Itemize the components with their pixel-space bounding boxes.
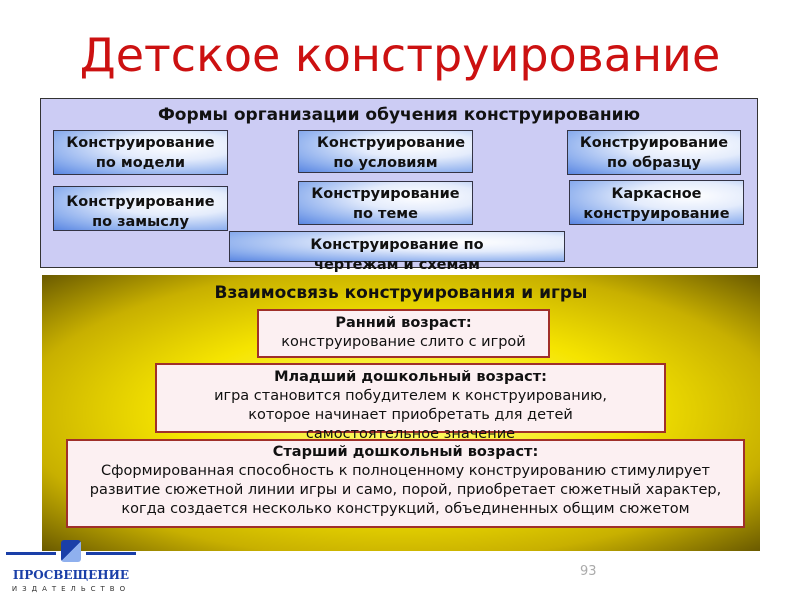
stage-title: Младший дошкольный возраст: [274, 369, 547, 385]
game-panel: Взаимосвязь конструирования и игры Ранни… [42, 275, 760, 551]
form-item: Конструирование по замыслу [53, 186, 228, 231]
stage-box: Старший дошкольный возраст: Сформированна… [66, 439, 745, 528]
forms-heading: Формы организации обучения конструирован… [157, 105, 641, 125]
logo-name: ПРОСВЕЩЕНИЕ [12, 568, 130, 582]
stage-box: Ранний возраст: конструирование слито с и… [257, 309, 550, 358]
stage-title: Старший дошкольный возраст: [272, 444, 539, 460]
form-item: Конструирование по теме [298, 181, 473, 225]
form-item: Конструирование по образцу [567, 130, 741, 175]
logo-emblem-icon [61, 540, 81, 562]
page-number: 93 [580, 564, 597, 579]
form-item: Конструирование по условиям [298, 130, 473, 173]
stage-text: Сформированная способность к полноценном… [89, 463, 722, 517]
form-item: Конструирование по модели [53, 130, 228, 175]
publisher-logo: ПРОСВЕЩЕНИЕ ИЗДАТЕЛЬСТВО [6, 540, 136, 598]
form-item: Каркасное конструирование [569, 180, 744, 225]
game-heading: Взаимосвязь конструирования и игры [214, 283, 588, 303]
slide-title: Детское конструирование [79, 28, 721, 82]
stage-box: Младший дошкольный возраст: игра становит… [155, 363, 666, 442]
stage-text: конструирование слито с игрой [281, 334, 526, 350]
form-item: Конструирование по чертежам и схемам [229, 231, 565, 273]
forms-panel: Формы организации обучения конструирован… [40, 98, 758, 273]
stage-text: игра становится побудителем к конструиро… [214, 388, 607, 442]
stage-title: Ранний возраст: [335, 315, 472, 331]
logo-sub: ИЗДАТЕЛЬСТВО [11, 585, 131, 593]
